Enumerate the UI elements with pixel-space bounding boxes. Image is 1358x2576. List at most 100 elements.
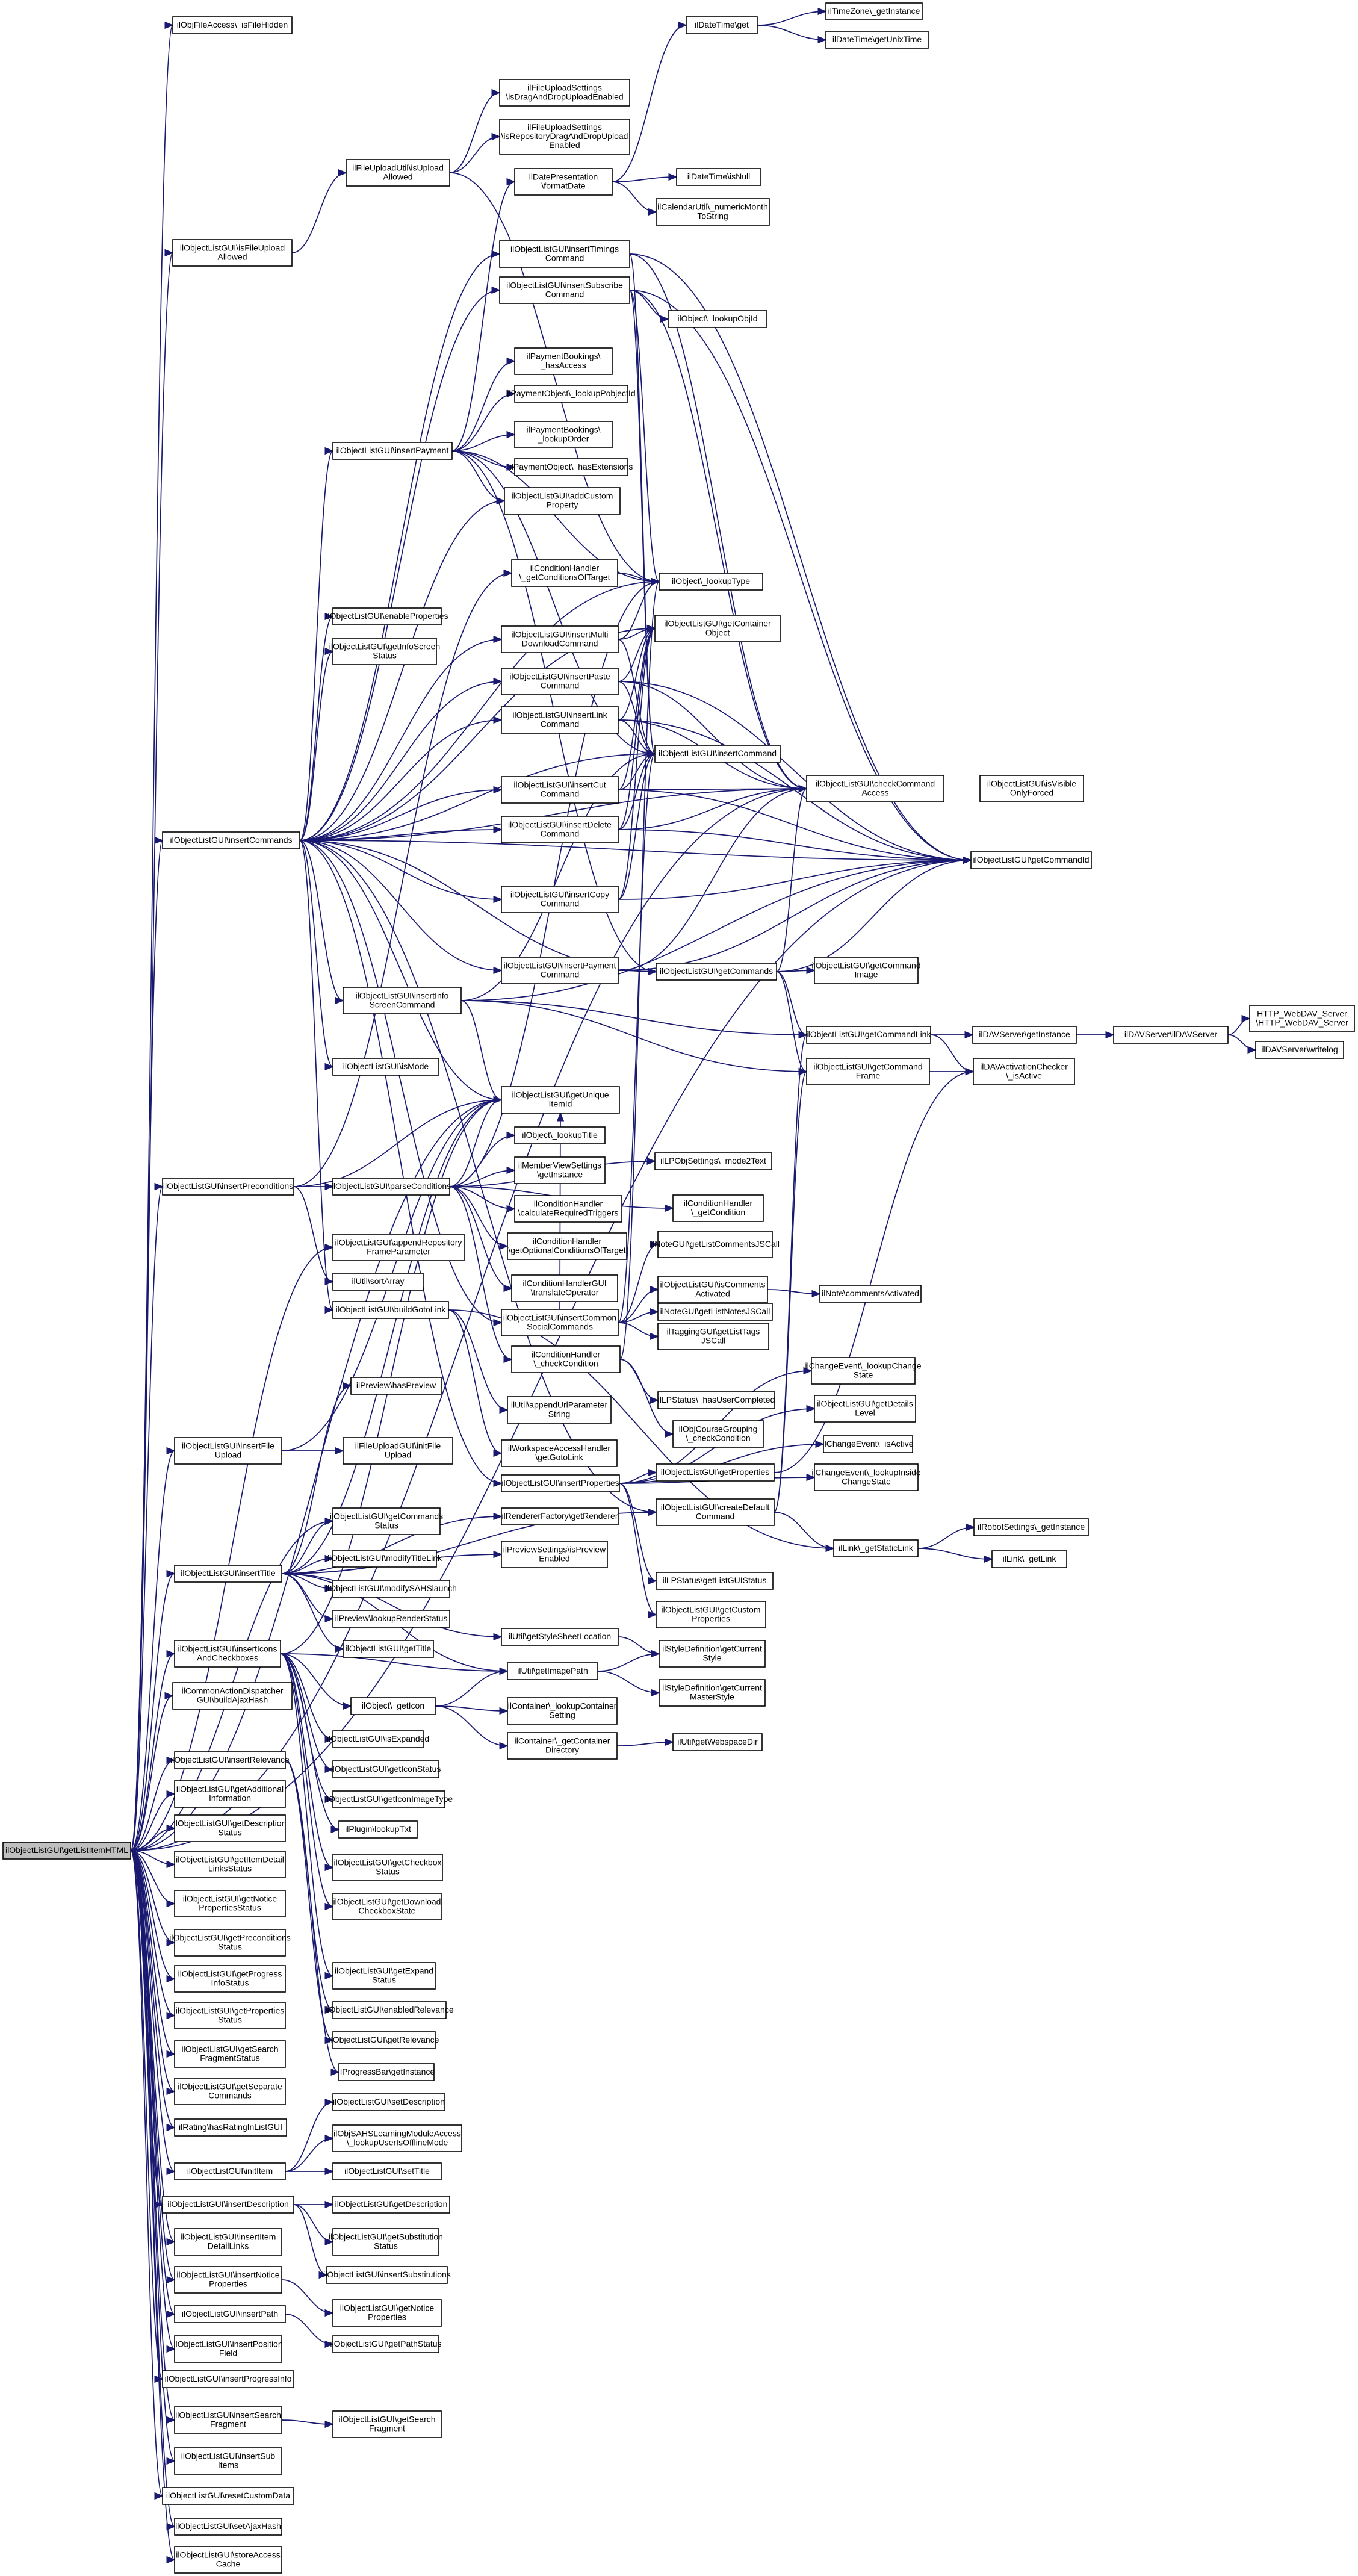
node-ilfileuploadsettings-isdraganddropuploadenabled[interactable]: ilFileUploadSettings\isDragAndDropUpload…	[499, 79, 630, 107]
node-ilmemberviewsettings-getinstance[interactable]: ilMemberViewSettings\getInstance	[514, 1156, 606, 1184]
node-ilconditionhandler-getoptionalconditionsoftarget[interactable]: ilConditionHandler\getOptionalConditions…	[507, 1232, 627, 1260]
node-ilobjfileaccess-isfilehidden[interactable]: ilObjFileAccess\_isFileHidden	[172, 16, 293, 34]
node-ilobjsahslearningmoduleaccess-lookupuserisofflinemode[interactable]: ilObjSAHSLearningModuleAccess\_lookupUse…	[332, 2124, 462, 2152]
node-ilobjectlistgui-gettitle[interactable]: ilObjectListGUI\getTitle	[343, 1640, 434, 1658]
node-ilobjectlistgui-parseconditions[interactable]: ilObjectListGUI\parseConditions	[332, 1178, 451, 1196]
node-ilpaymentbookings-lookuporder[interactable]: ilPaymentBookings\_lookupOrder	[514, 421, 613, 448]
node-ildavserver-ildavserver[interactable]: ilDAVServer\ilDAVServer	[1113, 1026, 1229, 1044]
node-illpstatus-hasusercompleted[interactable]: ilLPStatus\_hasUserCompleted	[657, 1391, 775, 1409]
node-ilcommonactiondispatcher-gui-buildajaxhash[interactable]: ilCommonActionDispatcherGUI\buildAjaxHas…	[172, 1682, 293, 1710]
node-ilrating-hasratinginlistgui[interactable]: ilRating\hasRatingInListGUI	[174, 2118, 287, 2137]
node-ilobject-geticon[interactable]: ilObject\_getIcon	[350, 1697, 436, 1715]
node-ilobjectlistgui-insertrelevance[interactable]: ilObjectListGUI\insertRelevance	[170, 1751, 290, 1769]
node-ilobjectlistgui-getrelevance[interactable]: ilObjectListGUI\getRelevance	[329, 2031, 439, 2049]
node-ilobjectlistgui-insertpayment[interactable]: ilObjectListGUI\insertPayment	[332, 442, 453, 460]
node-illink-getlink[interactable]: ilLink\_getLink	[991, 1550, 1067, 1568]
node-ilobjectlistgui-enabledrelevance[interactable]: ilObjectListGUI\enabledRelevance	[325, 2001, 454, 2019]
node-ilpreview-lookuprenderstatus[interactable]: ilPreview\lookupRenderStatus	[332, 1610, 450, 1628]
node-ilpreview-haspreview[interactable]: ilPreview\hasPreview	[350, 1377, 442, 1395]
node-ilutil-sortarray[interactable]: ilUtil\sortArray	[332, 1273, 424, 1291]
node-illpstatus-getlistguistatus[interactable]: ilLPStatus\getListGUIStatus	[656, 1572, 774, 1590]
node-ildatepresentation-formatdate[interactable]: ilDatePresentation\formatDate	[514, 168, 613, 196]
node-ilobjectlistgui-resetcustomdata[interactable]: ilObjectListGUI\resetCustomData	[162, 2487, 294, 2505]
node-ildatetime-isnull[interactable]: ilDateTime\isNull	[676, 168, 761, 186]
node-ilobjectlistgui-getdescription[interactable]: ilObjectListGUI\getDescription	[332, 2196, 450, 2214]
node-ilnotegui-getlistnotesjscall[interactable]: ilNoteGUI\getListNotesJSCall	[657, 1303, 773, 1321]
node-ilnote-commentsactivated[interactable]: ilNote\commentsActivated	[819, 1285, 922, 1303]
node-ilobjectlistgui-geticonstatus[interactable]: ilObjectListGUI\getIconStatus	[331, 1760, 441, 1778]
node-ilobjectlistgui-isexpanded[interactable]: ilObjectListGUI\isExpanded	[327, 1730, 429, 1748]
node-ilobjectlistgui-insertprogressinfo[interactable]: ilObjectListGUI\insertProgressInfo	[162, 2370, 294, 2388]
node-ildatetime-get[interactable]: ilDateTime\get	[686, 16, 758, 34]
node-ilobjectlistgui-settitle[interactable]: ilObjectListGUI\setTitle	[332, 2162, 442, 2180]
node-ilobject-lookupobjid[interactable]: ilObject\_lookupObjId	[668, 310, 767, 328]
node-ilobjectlistgui-insertdescription[interactable]: ilObjectListGUI\insertDescription	[162, 2196, 294, 2214]
node-ilconditionhandler-getcondition[interactable]: ilConditionHandler\_getCondition	[672, 1194, 764, 1222]
node-ilobjectlistgui-insertmulti-downloadcommand[interactable]: ilObjectListGUI\insertMultiDownloadComma…	[501, 625, 619, 653]
node-ilpaymentbookings-hasaccess[interactable]: ilPaymentBookings\_hasAccess	[514, 347, 613, 375]
node-ilobjectlistgui-enableproperties[interactable]: ilObjectListGUI\enableProperties	[326, 607, 448, 625]
node-ilconditionhandlergui-translateoperator[interactable]: ilConditionHandlerGUI\translateOperator	[511, 1274, 618, 1302]
node-ilobjectlistgui-insertcommand[interactable]: ilObjectListGUI\insertCommand	[654, 745, 781, 763]
node-ilobjectlistgui-modifytitlelink[interactable]: ilObjectListGUI\modifyTitleLink	[327, 1550, 442, 1568]
node-ilobjectlistgui-insertpreconditions[interactable]: ilObjectListGUI\insertPreconditions	[162, 1178, 294, 1196]
node-ilobjectlistgui-insertcommands[interactable]: ilObjectListGUI\insertCommands	[162, 831, 300, 849]
node-ildavserver-writelog[interactable]: ilDAVServer\writelog	[1255, 1041, 1344, 1059]
node-ilobjectlistgui-insertpath[interactable]: ilObjectListGUI\insertPath	[174, 2305, 286, 2323]
node-illpobjsettings-mode2text[interactable]: ilLPObjSettings\_mode2Text	[654, 1152, 772, 1170]
node-ilnotegui-getlistcommentsjscall[interactable]: ilNoteGUI\getListCommentsJSCall	[651, 1231, 780, 1258]
node-ildavactivationchecker-isactive[interactable]: ilDAVActivationChecker\_isActive	[973, 1058, 1075, 1085]
node-ilrobotsettings-getinstance[interactable]: ilRobotSettings\_getInstance	[973, 1518, 1089, 1536]
node-ilrendererfactory-getrenderer[interactable]: ilRendererFactory\getRenderer	[501, 1507, 619, 1525]
node-ilconditionhandler-calculaterequiredtriggers[interactable]: ilConditionHandler\calculateRequiredTrig…	[514, 1195, 622, 1223]
node-ilobjectlistgui-insertsubstitutions[interactable]: ilObjectListGUI\insertSubstitutions	[323, 2266, 451, 2284]
node-ilpaymentobject-lookuppobjectid[interactable]: ilPaymentObject\_lookupPobjectId	[507, 385, 636, 403]
node-ilobjectlistgui-getproperties[interactable]: ilObjectListGUI\getProperties	[656, 1463, 775, 1482]
node-ilobjcoursegrouping-checkcondition[interactable]: ilObjCourseGrouping\_checkCondition	[672, 1420, 764, 1448]
node-ilobject-lookuptitle[interactable]: ilObject\_lookupTitle	[514, 1126, 606, 1144]
node-illink-getstaticlink[interactable]: ilLink\_getStaticLink	[833, 1539, 919, 1557]
node-ilobjectlistgui-getnotice-propertiesstatus[interactable]: ilObjectListGUI\getNoticePropertiesStatu…	[174, 1890, 286, 1917]
node-ildavserver-getinstance[interactable]: ilDAVServer\getInstance	[972, 1026, 1077, 1044]
